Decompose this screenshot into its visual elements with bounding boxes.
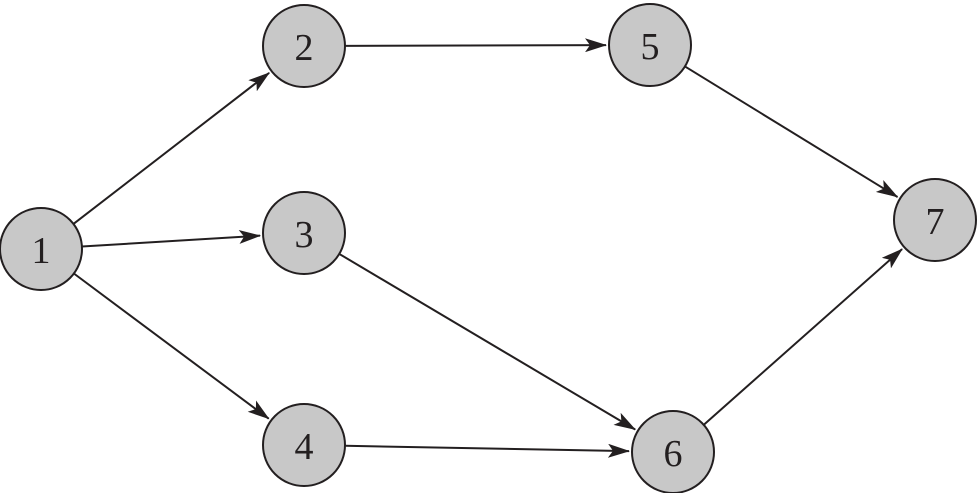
node-label-6: 6 <box>664 433 683 475</box>
nodes-layer: 1 2 3 4 5 6 7 <box>0 3 977 493</box>
node-circle-1 <box>0 207 83 291</box>
node-label-3: 3 <box>295 214 314 256</box>
edge-5-7 <box>684 65 899 198</box>
node-3: 3 <box>262 191 346 275</box>
node-label-1: 1 <box>32 230 51 272</box>
edge-4-6 <box>344 443 631 458</box>
edge-1-4 <box>73 272 270 420</box>
node-label-2: 2 <box>295 27 314 69</box>
edge-3-6 <box>338 253 637 431</box>
node-2: 2 <box>262 4 346 88</box>
node-label-7: 7 <box>926 201 945 243</box>
node-circle-7 <box>893 178 977 262</box>
node-circle-4 <box>262 403 346 487</box>
node-circle-6 <box>631 410 715 493</box>
node-5: 5 <box>608 3 692 87</box>
node-circle-5 <box>608 3 692 87</box>
node-7: 7 <box>893 178 977 262</box>
node-6: 6 <box>631 410 715 493</box>
edge-6-7 <box>703 248 903 426</box>
node-4: 4 <box>262 403 346 487</box>
node-label-5: 5 <box>641 26 660 68</box>
node-1: 1 <box>0 207 83 291</box>
edge-2-5 <box>344 38 608 53</box>
node-circle-3 <box>262 191 346 275</box>
edge-1-2 <box>72 72 270 225</box>
edges-layer <box>72 38 903 458</box>
node-circle-2 <box>262 4 346 88</box>
node-label-4: 4 <box>295 426 314 468</box>
edge-1-3 <box>81 229 262 248</box>
